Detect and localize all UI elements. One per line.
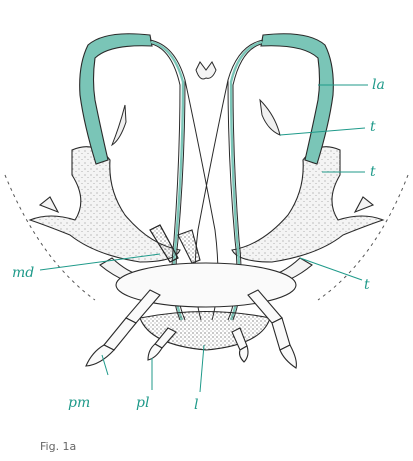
label-md: md (12, 265, 35, 281)
tentorial-fragment-right (259, 98, 281, 136)
leader-t-lower (299, 257, 363, 281)
mandibles (149, 224, 201, 264)
leader-pm (101, 354, 109, 376)
leader-lines (39, 84, 368, 393)
hypopharynx-tip (195, 61, 217, 80)
label-la: la (372, 77, 385, 93)
leader-md (39, 253, 161, 271)
label-l: l (194, 397, 199, 413)
tentorial-fragment-left (110, 104, 127, 147)
label-pm: pm (68, 395, 91, 411)
leader-t-upper (279, 127, 366, 136)
labial-stylets (79, 33, 334, 165)
head-outline-left (4, 174, 96, 301)
label-t-lower: t (364, 277, 370, 293)
maxillary-palps (85, 289, 297, 369)
figure-caption: Fig. 1a (40, 440, 77, 453)
label-t-upper: t (370, 119, 376, 135)
labial-palps (147, 327, 249, 363)
label-t-middle: t (370, 164, 376, 180)
head-outline-right (317, 174, 409, 301)
label-pl: pl (136, 395, 150, 411)
leader-l (199, 344, 205, 393)
